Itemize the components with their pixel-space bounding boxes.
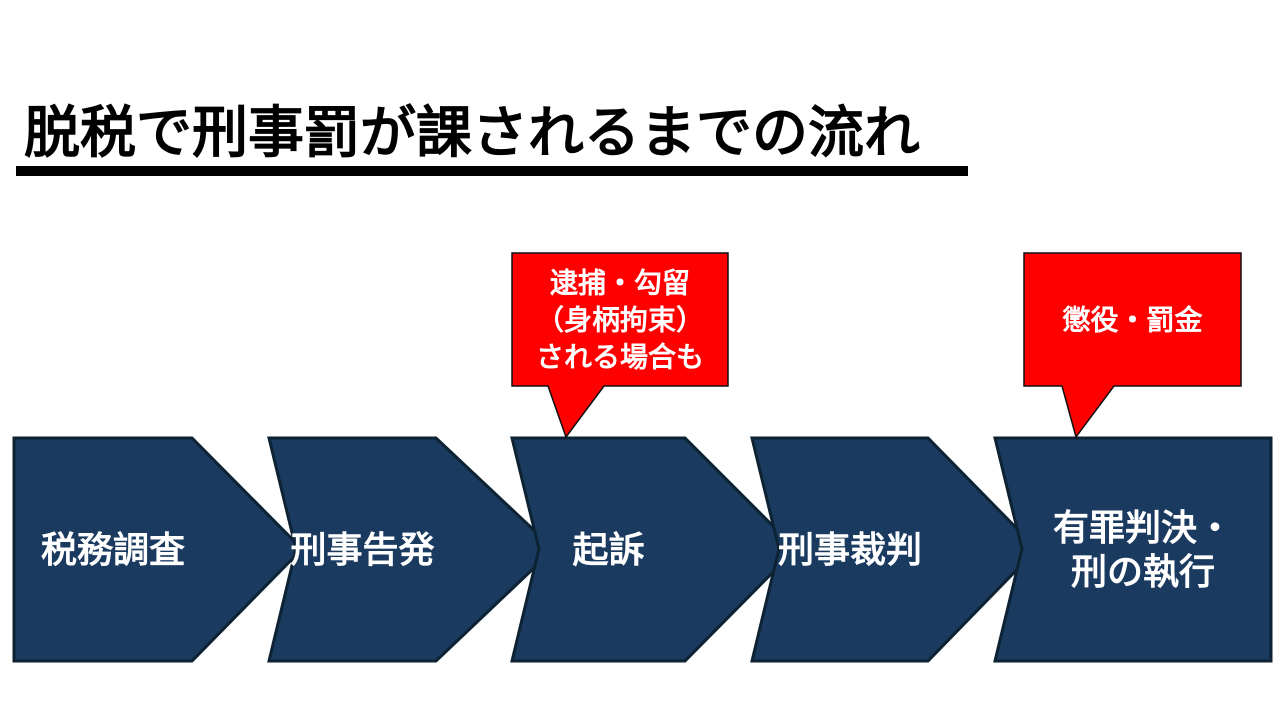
callout-1-text: 逮捕・勾留 bbox=[550, 267, 690, 300]
flow-step-5-label: 有罪判決・ bbox=[1053, 508, 1233, 549]
callout-1 bbox=[511, 252, 729, 439]
title-underline bbox=[16, 166, 968, 176]
flow-step-2 bbox=[267, 436, 557, 663]
flow-step-3 bbox=[510, 436, 799, 663]
flow-step-1 bbox=[12, 436, 305, 663]
flow-step-3-label: 起訴 bbox=[572, 530, 644, 571]
callout-1-text: （身柄拘束） bbox=[536, 304, 704, 337]
flow-step-4-label: 刑事裁判 bbox=[778, 530, 922, 571]
flow-step-2-label: 刑事告発 bbox=[290, 530, 435, 571]
callout-2-text: 懲役・罰金 bbox=[1062, 304, 1203, 337]
callout-2 bbox=[1023, 252, 1242, 439]
flow-step-1-label: 税務調査 bbox=[41, 530, 185, 571]
page-title: 脱税で刑事罰が課されるまでの流れ bbox=[24, 101, 920, 166]
flow-step-5 bbox=[993, 436, 1273, 663]
flow-step-5-label: 刑の執行 bbox=[1071, 552, 1215, 593]
callout-1-text: される場合も bbox=[536, 341, 704, 374]
flow-step-4 bbox=[750, 436, 1040, 663]
